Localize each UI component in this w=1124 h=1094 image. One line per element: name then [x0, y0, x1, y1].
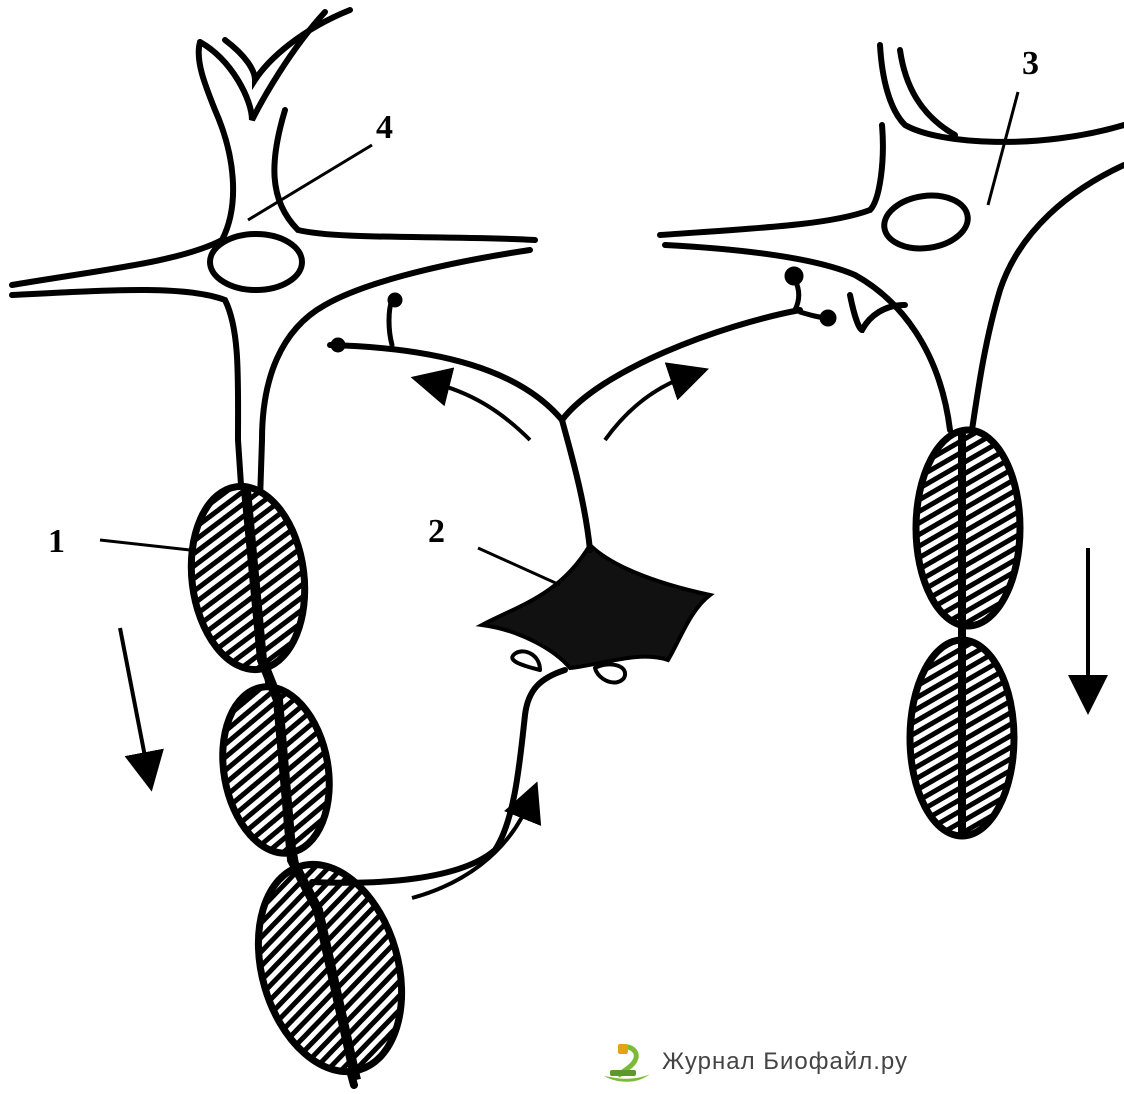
interneuron [312, 267, 836, 883]
label-1: 1 [48, 523, 65, 560]
arrow-down-left-axon [120, 628, 148, 772]
label-3: 3 [1022, 45, 1039, 82]
right-motor-neuron [660, 45, 1124, 430]
microscope-logo-icon [598, 1040, 652, 1084]
label-4: 4 [376, 109, 393, 146]
leader-line-3 [988, 92, 1018, 205]
arrow-left-branch [430, 382, 530, 440]
interneuron-soma [482, 545, 710, 668]
leader-line-4 [248, 145, 372, 220]
arrow-right-branch [605, 375, 690, 440]
label-2: 2 [428, 513, 445, 550]
myelin-segment [916, 430, 1020, 626]
left-myelin-segments [181, 480, 424, 1089]
watermark-text: Журнал Биофайл.ру [662, 1048, 908, 1076]
right-myelin-segments [910, 430, 1020, 836]
leader-line-2 [478, 548, 560, 585]
leader-line-1 [100, 540, 190, 550]
watermark: Журнал Биофайл.ру [598, 1040, 908, 1084]
